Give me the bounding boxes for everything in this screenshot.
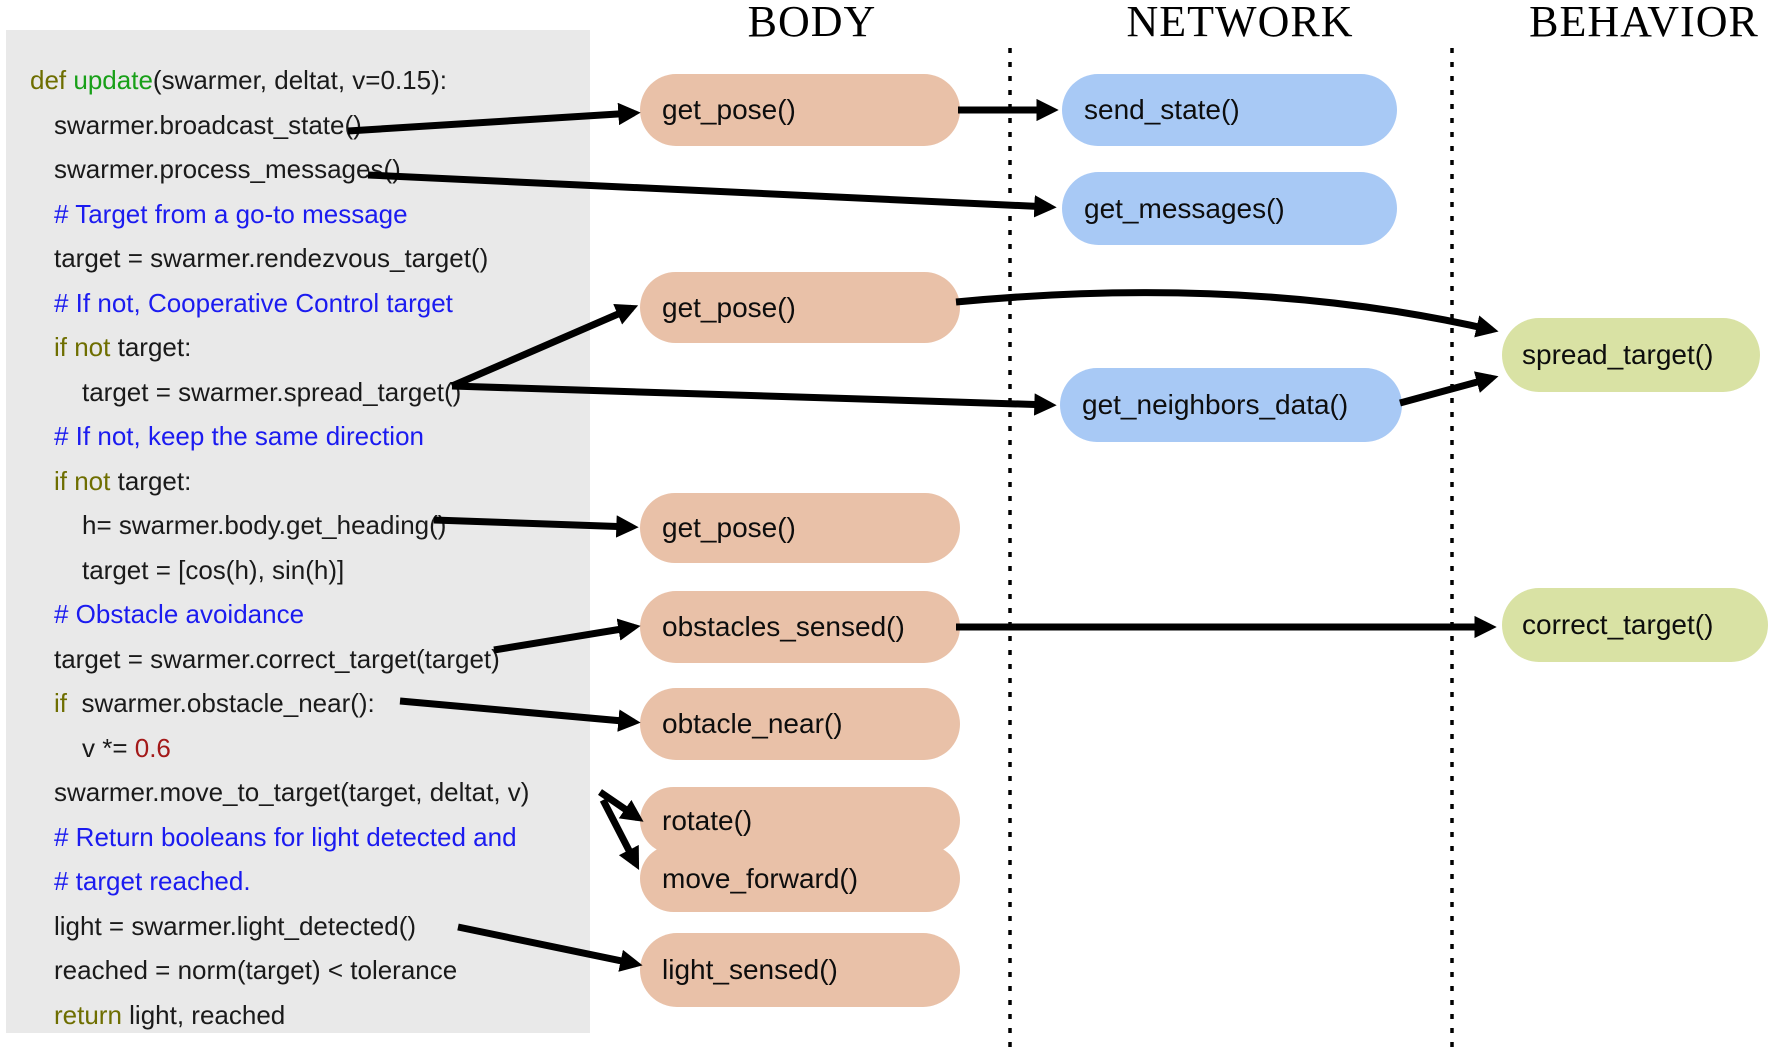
code-token-p: target = swarmer.rendezvous_target() (54, 243, 489, 274)
column-header-body: BODY (747, 0, 877, 46)
code-line: reached = norm(target) < tolerance (54, 948, 457, 992)
code-line: # Obstacle avoidance (54, 592, 304, 636)
pill-obtacle-near: obtacle_near() (640, 688, 960, 760)
column-header-network: NETWORK (1126, 0, 1354, 46)
code-line: target = swarmer.spread_target() (82, 370, 461, 414)
code-token-c: # Return booleans for light detected and (54, 821, 517, 852)
code-line: # Return booleans for light detected and (54, 815, 517, 859)
code-line: if swarmer.obstacle_near(): (54, 681, 375, 725)
code-token-c: # If not, keep the same direction (54, 421, 424, 452)
code-token-kw: def (30, 65, 74, 95)
arrow-broadcast-to-getpose1 (347, 102, 641, 135)
code-line: v *= 0.6 (82, 726, 171, 770)
code-token-p: h= swarmer.body.get_heading() (82, 510, 447, 541)
arrow-getheading-to-getpose3 (433, 515, 639, 538)
arrow-neighbors-to-spreadtarget (1399, 371, 1499, 407)
arrow-processmsg-to-getmessages (367, 171, 1057, 218)
code-token-p: (swarmer, deltat, v=0.15): (152, 65, 447, 95)
code-line: swarmer.move_to_target(target, deltat, v… (54, 770, 529, 814)
code-line: h= swarmer.body.get_heading() (82, 503, 446, 547)
arrow-spreadcode-to-neighbors (451, 382, 1057, 416)
code-line: target = swarmer.rendezvous_target() (54, 236, 488, 280)
code-token-kw: if (54, 688, 67, 719)
code-line: target = [cos(h), sin(h)] (82, 548, 344, 592)
pill-correct-target: correct_target() (1502, 588, 1768, 662)
arrow-spreadcode-to-getpose2 (450, 303, 639, 390)
arrow-movecode-to-moveforward (599, 798, 640, 870)
code-panel: def update(swarmer, deltat, v=0.15): swar… (6, 30, 590, 1033)
code-token-c: # If not, Cooperative Control target (54, 287, 453, 318)
code-token-p: light = swarmer.light_detected() (54, 910, 417, 941)
arrow-lightcode-to-lightsensed (457, 923, 643, 972)
pill-get-pose-1: get_pose() (640, 74, 960, 146)
code-token-p: swarmer.move_to_target(target, deltat, v… (54, 777, 530, 808)
pill-obstacles-sensed: obstacles_sensed() (640, 591, 960, 663)
code-token-c: # Obstacle avoidance (54, 599, 305, 630)
pill-move-forward: move_forward() (640, 845, 960, 912)
pill-send-state: send_state() (1062, 74, 1397, 146)
pill-get-messages: get_messages() (1062, 172, 1397, 245)
pill-get-pose-2: get_pose() (640, 272, 960, 343)
code-token-c: # Target from a go-to message (54, 198, 408, 229)
code-line: if not target: (54, 459, 191, 503)
code-token-p: v *= (82, 732, 135, 763)
code-line: swarmer.broadcast_state() (54, 103, 362, 147)
pill-get-pose-3: get_pose() (640, 493, 960, 563)
code-token-p: target: (110, 465, 192, 496)
code-line: # Target from a go-to message (54, 192, 408, 236)
code-token-p: reached = norm(target) < tolerance (54, 955, 458, 986)
code-token-p: target = [cos(h), sin(h)] (82, 554, 345, 585)
arrow-movecode-to-rotate (598, 789, 644, 822)
code-token-kw: if not (54, 465, 111, 496)
code-token-fn: update (73, 65, 153, 95)
arrow-getpose2-to-spreadtarget (955, 289, 1499, 338)
code-line: return light, reached (54, 993, 285, 1037)
pill-get-neighbors-data: get_neighbors_data() (1060, 368, 1402, 442)
code-line: if not target: (54, 325, 191, 369)
code-token-p: swarmer.process_messages() (54, 154, 401, 185)
code-line: light = swarmer.light_detected() (54, 904, 416, 948)
code-token-c: # target reached. (54, 866, 251, 897)
column-header-behavior: BEHAVIOR (1529, 0, 1759, 46)
code-line: # If not, keep the same direction (54, 414, 424, 458)
code-line: # target reached. (54, 859, 251, 903)
pill-light-sensed: light_sensed() (640, 933, 960, 1007)
code-line: # If not, Cooperative Control target (54, 281, 453, 325)
code-line: target = swarmer.correct_target(target) (54, 637, 500, 681)
code-token-p: target = swarmer.spread_target() (82, 376, 462, 407)
code-token-kw: return (54, 999, 122, 1030)
code-token-p: swarmer.broadcast_state() (54, 109, 362, 140)
code-token-kw: if not (54, 332, 111, 363)
code-token-p: target: (110, 332, 192, 363)
pill-rotate: rotate() (640, 787, 960, 854)
code-token-p: light, reached (121, 999, 286, 1030)
code-token-p: target = swarmer.correct_target(target) (54, 643, 500, 674)
arrow-correctcode-to-obstacles (493, 618, 641, 654)
code-line: swarmer.process_messages() (54, 147, 401, 191)
pill-spread-target: spread_target() (1502, 318, 1760, 392)
code-token-p: swarmer.obstacle_near(): (67, 688, 375, 719)
code-token-num: 0.6 (134, 732, 171, 763)
arrow-obstaclenear-to-obtacle (399, 697, 641, 732)
code-line: def update(swarmer, deltat, v=0.15): (30, 58, 447, 102)
